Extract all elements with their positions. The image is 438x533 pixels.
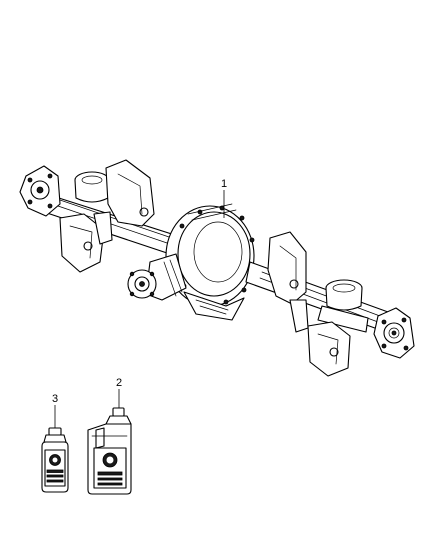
- right-axle-flange: [373, 307, 415, 359]
- left-shock-bracket: [105, 159, 155, 227]
- callout-2-number: 2: [116, 377, 122, 389]
- rear-axle-assembly: [19, 159, 415, 377]
- right-spring-seat: [317, 279, 369, 333]
- gear-oil-bottle-large: [87, 407, 132, 495]
- callout-3-number: 3: [52, 393, 58, 405]
- pinion-yoke: [127, 253, 187, 301]
- housing-ribs: [183, 291, 245, 321]
- left-lower-bracket: [59, 211, 113, 273]
- right-shock-bracket: [267, 231, 307, 305]
- right-lower-bracket: [289, 299, 351, 377]
- left-spring-seat: [74, 171, 110, 203]
- gear-oil-bottle-small: [41, 427, 69, 493]
- callout-1-number: 1: [221, 178, 227, 190]
- left-axle-flange: [19, 165, 61, 217]
